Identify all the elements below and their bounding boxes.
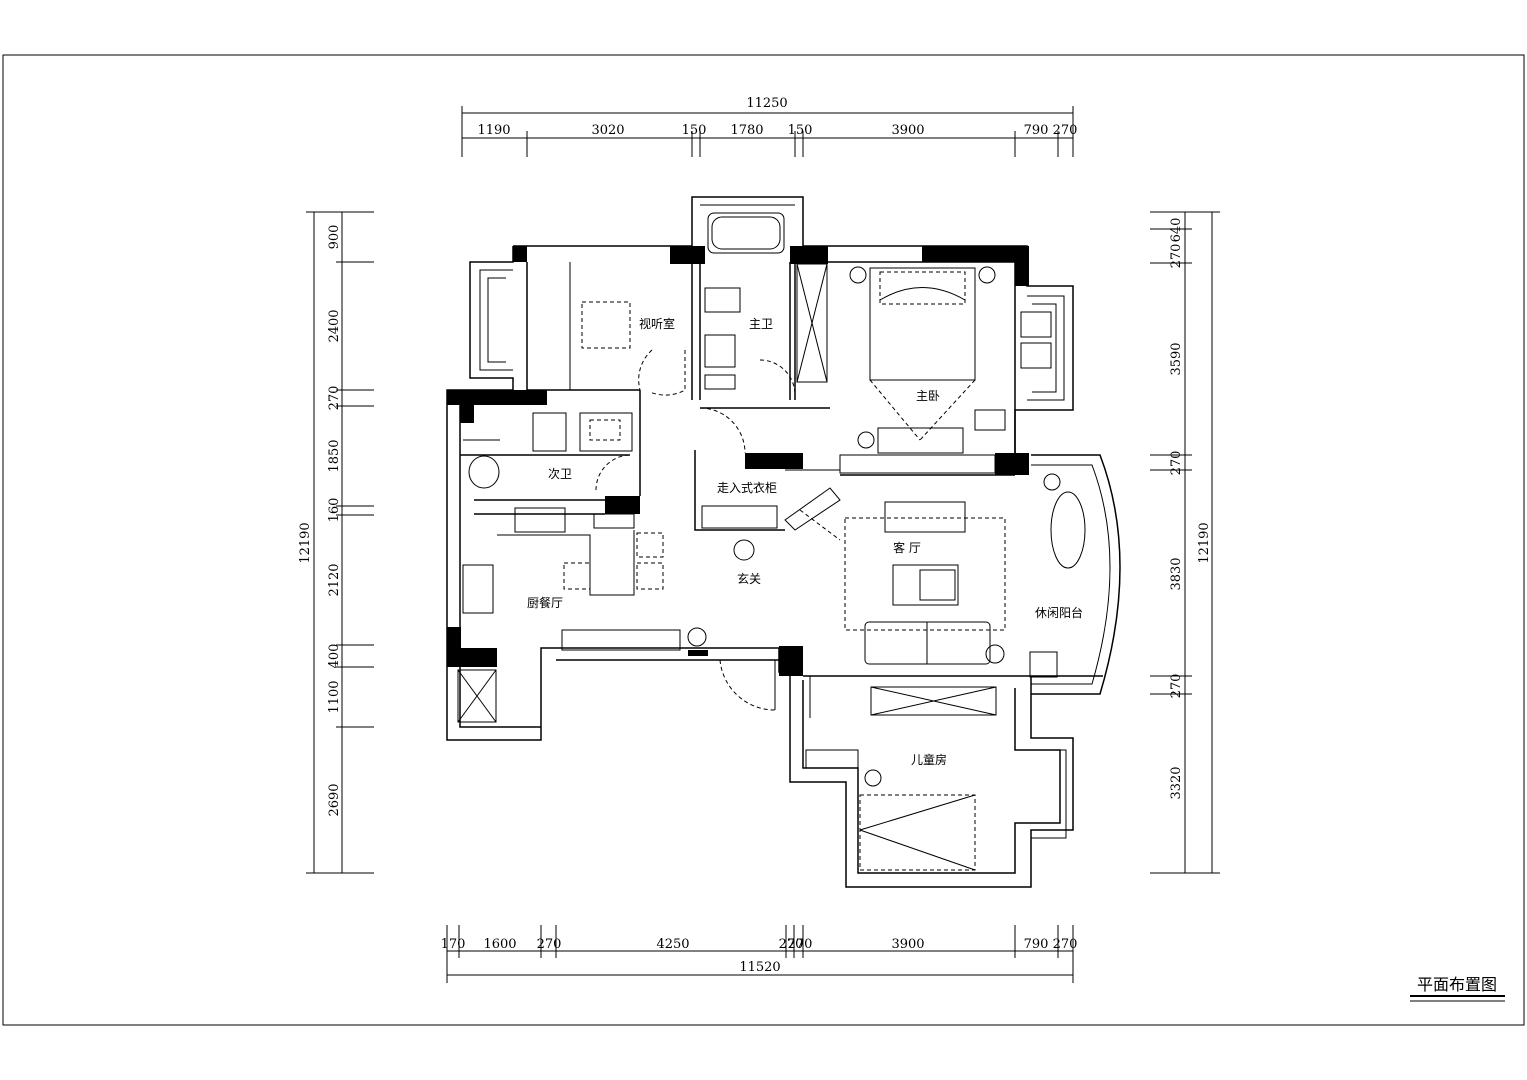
dim-left-1: 900 bbox=[327, 225, 342, 250]
dim-top-1: 1190 bbox=[477, 123, 510, 138]
dim-top-3: 150 bbox=[682, 123, 707, 138]
room-labels: 视听室 主卫 主卧 次卫 走入式衣柜 客 厅 玄关 厨餐厅 休闲阳台 儿童房 bbox=[527, 316, 1083, 767]
room-label-master-bath: 主卫 bbox=[749, 317, 773, 331]
interior-partitions bbox=[460, 262, 1031, 718]
dim-top-7: 790 bbox=[1024, 123, 1049, 138]
dim-top-6: 3900 bbox=[891, 123, 924, 138]
dim-bottom-4: 4250 bbox=[656, 937, 689, 952]
structural-columns bbox=[447, 246, 1029, 676]
dim-left-5: 160 bbox=[327, 498, 342, 523]
dim-right-7: 3320 bbox=[1169, 766, 1184, 799]
room-label-foyer: 玄关 bbox=[737, 571, 761, 586]
room-label-media-room: 视听室 bbox=[639, 316, 675, 331]
dim-bottom-8: 790 bbox=[1024, 937, 1049, 952]
room-label-kids-room: 儿童房 bbox=[911, 752, 947, 767]
dim-right-1: 270 bbox=[1169, 244, 1184, 269]
dim-left-total: 12190 bbox=[298, 522, 313, 563]
dim-top-total: 11250 bbox=[746, 96, 787, 111]
dim-right-6: 270 bbox=[1169, 674, 1184, 699]
dim-left-8: 1100 bbox=[327, 680, 342, 713]
dim-right-2: 640 bbox=[1169, 218, 1184, 243]
left-dimension-chain: 12190 900 2400 270 1850 160 2120 400 110… bbox=[298, 211, 374, 874]
room-label-master-bed: 主卧 bbox=[916, 389, 940, 403]
dim-right-3: 3590 bbox=[1169, 342, 1184, 375]
dim-left-7: 400 bbox=[327, 644, 342, 669]
dim-bottom-9: 270 bbox=[1053, 937, 1078, 952]
dim-right-4: 270 bbox=[1169, 451, 1184, 476]
room-label-kitchen-dining: 厨餐厅 bbox=[527, 595, 563, 610]
dim-top-5: 150 bbox=[788, 123, 813, 138]
dim-bottom-6: 270 bbox=[788, 937, 813, 952]
dim-top-2: 3020 bbox=[591, 123, 624, 138]
dim-top-4: 1780 bbox=[730, 123, 763, 138]
drawing-title: 平面布置图 bbox=[1417, 975, 1497, 994]
door-swings bbox=[595, 349, 796, 711]
dim-bottom-5: 270 bbox=[779, 937, 804, 952]
dim-left-6: 2120 bbox=[327, 563, 342, 596]
dim-right-5: 3830 bbox=[1169, 557, 1184, 590]
dim-left-9: 2690 bbox=[327, 783, 342, 816]
dim-left-2: 2400 bbox=[327, 309, 342, 342]
room-label-balcony: 休闲阳台 bbox=[1035, 605, 1083, 620]
room-label-living-room: 客 厅 bbox=[893, 540, 921, 555]
exterior-walls bbox=[446, 196, 1121, 888]
dim-bottom-1: 170 bbox=[441, 937, 466, 952]
sheet-border bbox=[2, 54, 1525, 1026]
dim-bottom-2: 1600 bbox=[483, 937, 516, 952]
right-dimension-chain: 12190 270 640 3590 270 3830 270 3320 bbox=[1150, 211, 1220, 874]
dim-top-8: 270 bbox=[1053, 123, 1078, 138]
dim-bottom-total: 11520 bbox=[739, 960, 780, 975]
room-label-walk-in-closet: 走入式衣柜 bbox=[717, 480, 777, 495]
dim-right-total: 12190 bbox=[1197, 522, 1212, 563]
dim-bottom-3: 270 bbox=[537, 937, 562, 952]
dim-bottom-7: 3900 bbox=[891, 937, 924, 952]
dim-left-4: 1850 bbox=[327, 439, 342, 472]
furniture bbox=[457, 212, 1086, 871]
dim-left-3: 270 bbox=[327, 386, 342, 411]
top-dimension-chain: 11250 1190 3020 150 1780 150 3900 790 27… bbox=[461, 96, 1078, 157]
drawing-title-block: 平面布置图 bbox=[1410, 975, 1505, 1002]
room-label-second-bath: 次卫 bbox=[548, 467, 572, 481]
bottom-dimension-chain: 170 1600 270 4250 270 270 3900 790 270 1… bbox=[441, 925, 1078, 983]
